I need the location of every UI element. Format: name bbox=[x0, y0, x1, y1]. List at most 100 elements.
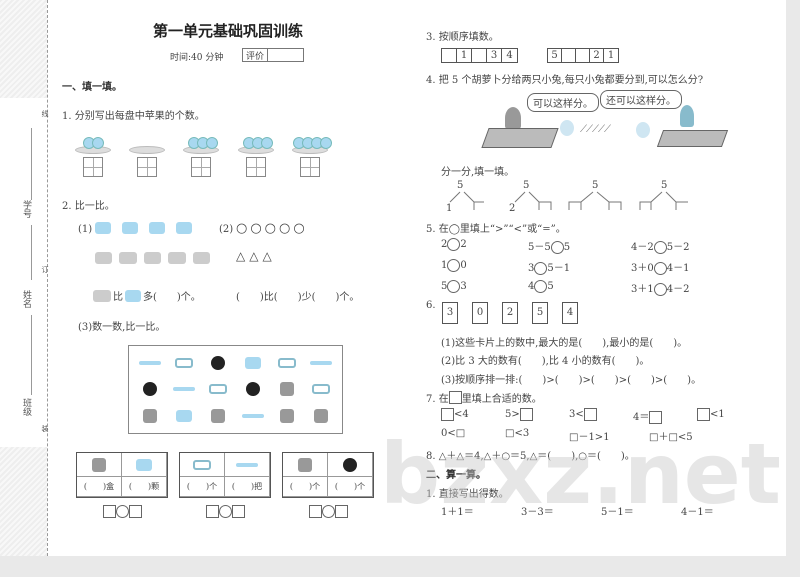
rocking-horse-icon bbox=[93, 289, 111, 302]
rocking-horse-icon bbox=[119, 252, 137, 264]
answer-grid[interactable] bbox=[191, 157, 211, 177]
answer-grid[interactable] bbox=[300, 157, 320, 177]
seq-cell[interactable] bbox=[472, 49, 487, 62]
rocking-horse-icon bbox=[168, 252, 186, 264]
question-7: 7. 在里填上合适的数。 bbox=[426, 390, 542, 405]
answer-box[interactable] bbox=[334, 505, 348, 518]
seq-cell[interactable]: 2 bbox=[590, 49, 605, 62]
seq-cell[interactable]: 1 bbox=[457, 49, 472, 62]
answer-circle[interactable] bbox=[321, 505, 335, 518]
paperclip-icon bbox=[277, 358, 296, 369]
answer-box[interactable] bbox=[583, 408, 597, 421]
comb-icon bbox=[236, 462, 258, 467]
answer-grid[interactable] bbox=[83, 157, 103, 177]
paperclip-icon bbox=[209, 384, 228, 395]
seq-cell[interactable] bbox=[562, 49, 577, 62]
calc-item: 5－1＝ bbox=[601, 507, 634, 518]
calc-item: 3－3＝ bbox=[521, 507, 554, 518]
answer-box[interactable] bbox=[441, 408, 454, 421]
answer-box[interactable] bbox=[308, 505, 322, 518]
answer-grid[interactable] bbox=[137, 157, 157, 177]
doll-icon bbox=[125, 289, 141, 302]
circles-row: ○○○○○ bbox=[236, 221, 308, 236]
question-3: 3. 按顺序填数。 bbox=[426, 32, 499, 43]
tree-top: 5 bbox=[592, 180, 599, 191]
answer-box[interactable] bbox=[697, 408, 710, 421]
candy-cell bbox=[122, 453, 167, 477]
tree-left[interactable]: 2 bbox=[509, 203, 516, 214]
speech-bubble-boy: 还可以这样分。 bbox=[600, 90, 682, 109]
q7-item[interactable]: □<3 bbox=[505, 428, 530, 439]
count-blank[interactable]: ( )个 bbox=[283, 477, 328, 497]
tree-top: 5 bbox=[523, 180, 530, 191]
answer-grid[interactable] bbox=[246, 157, 266, 177]
q7-item[interactable]: □＋□<5 bbox=[649, 432, 693, 443]
count-blank[interactable]: ( )个 bbox=[180, 477, 225, 497]
answer-circle[interactable] bbox=[218, 505, 232, 518]
comb-icon bbox=[139, 361, 162, 366]
q7-item[interactable]: □－1>1 bbox=[569, 432, 610, 443]
answer-circle[interactable] bbox=[115, 505, 129, 518]
candy-icon bbox=[176, 409, 193, 422]
seq-cell[interactable]: 4 bbox=[506, 50, 513, 61]
answer-box[interactable] bbox=[231, 505, 245, 518]
milk-box-icon bbox=[92, 457, 106, 472]
rocking-horse-icon bbox=[192, 252, 211, 264]
comb-icon bbox=[309, 361, 332, 366]
bind-mark: 订 bbox=[41, 266, 49, 273]
q7-item[interactable]: 0<□ bbox=[441, 428, 466, 439]
seq-cell[interactable] bbox=[576, 49, 591, 62]
answer-circle[interactable] bbox=[447, 259, 461, 272]
plate-group bbox=[183, 134, 219, 177]
cube-icon bbox=[298, 457, 312, 472]
doll-icon bbox=[95, 222, 111, 234]
answer-circle[interactable] bbox=[534, 280, 548, 293]
number-card: 0 bbox=[472, 302, 488, 324]
count-blank[interactable]: ( )盒 bbox=[77, 477, 122, 497]
table-left bbox=[481, 128, 559, 148]
number-card: 4 bbox=[562, 302, 578, 324]
tree-left[interactable]: 1 bbox=[446, 203, 453, 214]
cube-icon bbox=[279, 408, 294, 423]
paperclip-icon bbox=[311, 384, 330, 395]
count-blank[interactable]: ( )个 bbox=[328, 477, 373, 497]
answer-circle[interactable] bbox=[653, 241, 667, 254]
answer-circle[interactable] bbox=[534, 262, 548, 275]
bind-mark: 装 bbox=[41, 425, 49, 432]
class-label: 班级 bbox=[21, 398, 31, 416]
answer-circle[interactable] bbox=[447, 238, 461, 251]
seq-cell[interactable] bbox=[442, 49, 457, 62]
count-blank[interactable]: ( )颗 bbox=[122, 477, 167, 497]
answer-circle[interactable] bbox=[653, 262, 667, 275]
count-table-2: ( )个( )把 bbox=[179, 452, 271, 520]
seq-cell[interactable]: 3 bbox=[487, 49, 502, 62]
question-8: 8. △＋△＝4,△＋○＝5,△＝( ),○＝( )。 bbox=[426, 451, 635, 462]
answer-box[interactable] bbox=[205, 505, 219, 518]
answer-box[interactable] bbox=[128, 505, 142, 518]
answer-box[interactable] bbox=[649, 411, 663, 424]
answer-circle[interactable] bbox=[653, 283, 667, 296]
rabbit-icon bbox=[560, 120, 574, 136]
calc-item: 4－1＝ bbox=[681, 507, 714, 518]
seq-cell[interactable]: 5 bbox=[548, 49, 563, 62]
answer-circle[interactable] bbox=[550, 241, 564, 254]
count-blank[interactable]: ( )把 bbox=[225, 477, 270, 497]
answer-circle[interactable] bbox=[447, 280, 461, 293]
doll-icon bbox=[122, 222, 138, 234]
answer-box[interactable] bbox=[102, 505, 116, 518]
seq-cell[interactable]: 1 bbox=[607, 50, 615, 61]
paperclip-icon bbox=[175, 358, 194, 369]
q7-item: <1 bbox=[697, 408, 725, 424]
count-table-1: ( )盒( )颗 bbox=[76, 452, 168, 520]
q7-item: 4＝ bbox=[633, 408, 697, 424]
answer-box[interactable] bbox=[519, 408, 533, 421]
q7-item: <4 bbox=[441, 408, 505, 424]
rating-label: 评价 bbox=[243, 49, 269, 62]
